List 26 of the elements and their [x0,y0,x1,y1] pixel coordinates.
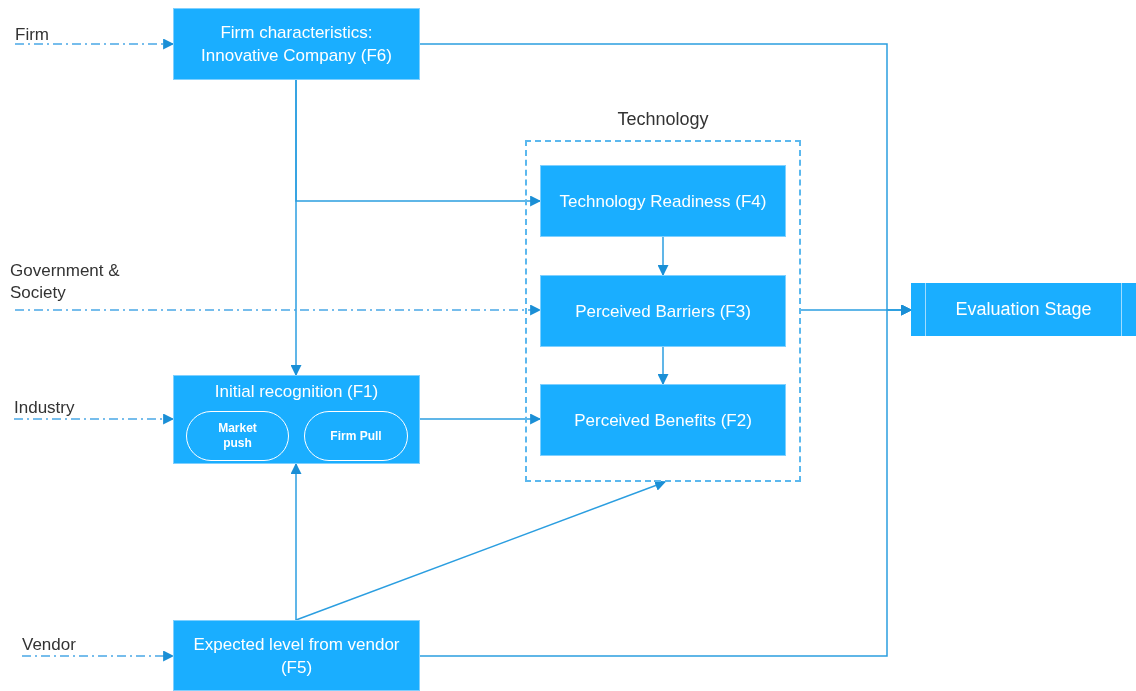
arrow [21,650,175,662]
arrow [13,413,175,425]
factor-box: Expected level from vendor (F5) [173,620,420,691]
arrow [14,38,175,50]
factor-box [173,375,420,464]
arrow [657,236,669,277]
source-label: Government & Society [10,260,130,310]
arrow [14,304,542,316]
arrow [419,413,542,425]
factor-box: Perceived Barriers (F3) [540,275,786,347]
source-label: Industry [14,397,94,419]
factor-box: Firm characteristics: Innovative Company (F6) [173,8,420,80]
arrow [295,480,667,621]
arrow [295,79,542,207]
source-label: Vendor [22,634,92,656]
arrow [657,346,669,386]
rounded-pill: Firm Pull [304,411,408,461]
arrow [290,462,302,621]
group-title: Technology [616,108,710,130]
factor-box: Technology Readiness (F4) [540,165,786,237]
box-title: Initial recognition (F1) [213,381,380,403]
rounded-pill: Market push [186,411,289,461]
arrow [419,304,913,657]
source-label: Firm [15,24,75,44]
process-box: Evaluation Stage [911,283,1136,336]
factor-box: Perceived Benefits (F2) [540,384,786,456]
